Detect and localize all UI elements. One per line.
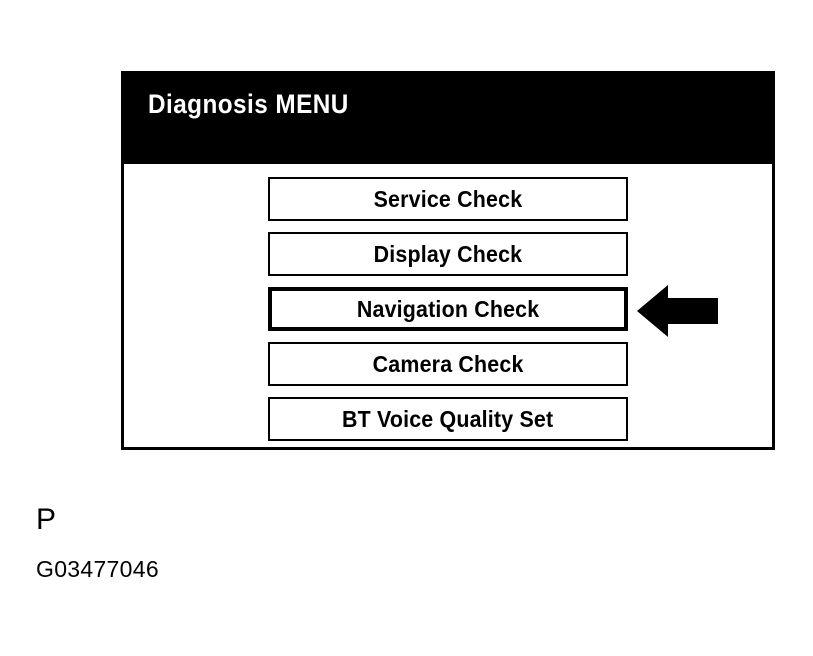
menu-item-label: Camera Check — [372, 351, 524, 377]
figure-code: G03477046 — [36, 556, 159, 582]
menu-item-service-check[interactable]: Service Check — [268, 177, 628, 221]
menu-item-label: BT Voice Quality Set — [342, 406, 554, 432]
page-title: Diagnosis MENU — [148, 89, 349, 119]
screen-title-bar: Diagnosis MENU — [124, 74, 772, 164]
diagnosis-screen-panel: Diagnosis MENU Service Check Display Che… — [121, 71, 775, 450]
menu-item-camera-check[interactable]: Camera Check — [268, 342, 628, 386]
menu-item-navigation-check[interactable]: Navigation Check — [268, 287, 628, 331]
menu-item-display-check[interactable]: Display Check — [268, 232, 628, 276]
menu-item-bt-voice-quality-set[interactable]: BT Voice Quality Set — [268, 397, 628, 441]
arrow-left-icon — [637, 283, 718, 339]
menu-item-label: Display Check — [373, 241, 523, 267]
caption-marker: P — [36, 503, 57, 536]
menu-item-label: Navigation Check — [356, 296, 540, 322]
menu-item-label: Service Check — [373, 186, 523, 212]
